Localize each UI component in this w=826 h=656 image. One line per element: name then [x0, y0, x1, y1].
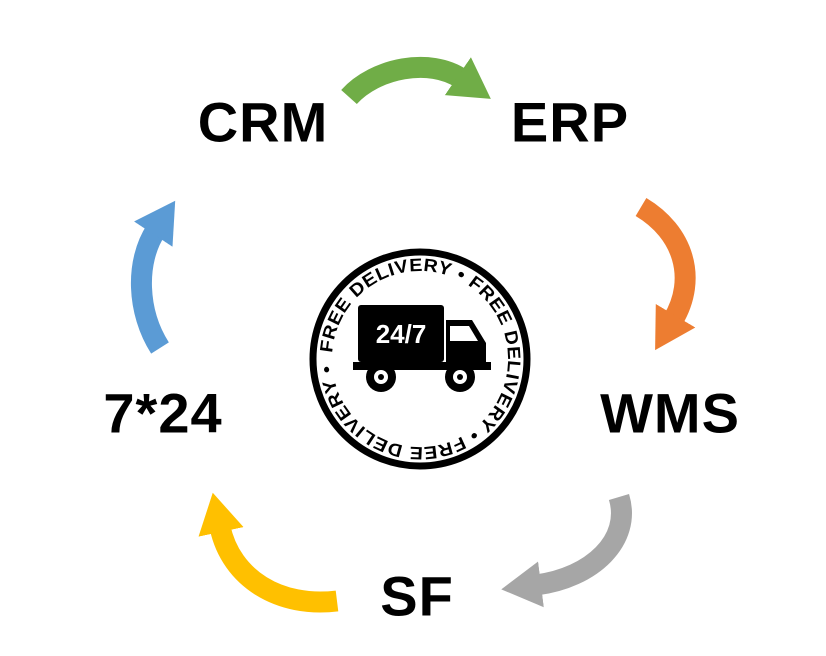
truck-window: [450, 326, 478, 341]
node-erp: ERP: [510, 90, 630, 154]
arrow-wms-to-sf: [501, 493, 632, 608]
arrow-724-to-crm: [131, 200, 176, 354]
node-sf: SF: [380, 564, 454, 628]
free-delivery-badge: FREE DELIVERY • FREE DELIVERY • FREE DEL…: [309, 248, 531, 470]
node-724: 7*24: [103, 381, 223, 445]
truck-front-wheel-hub: [457, 374, 463, 380]
delivery-truck-icon: 24/7: [353, 305, 491, 392]
arrow-crm-to-erp: [341, 56, 491, 105]
node-wms: WMS: [600, 381, 740, 445]
truck-rear-wheel-hub: [378, 374, 384, 380]
arrow-sf-to-724: [198, 492, 339, 613]
truck-247-label: 24/7: [376, 319, 427, 349]
truck-chassis: [353, 362, 491, 370]
truck-box: [358, 305, 444, 362]
arrow-erp-to-wms: [635, 197, 696, 351]
node-crm: CRM: [197, 90, 329, 154]
